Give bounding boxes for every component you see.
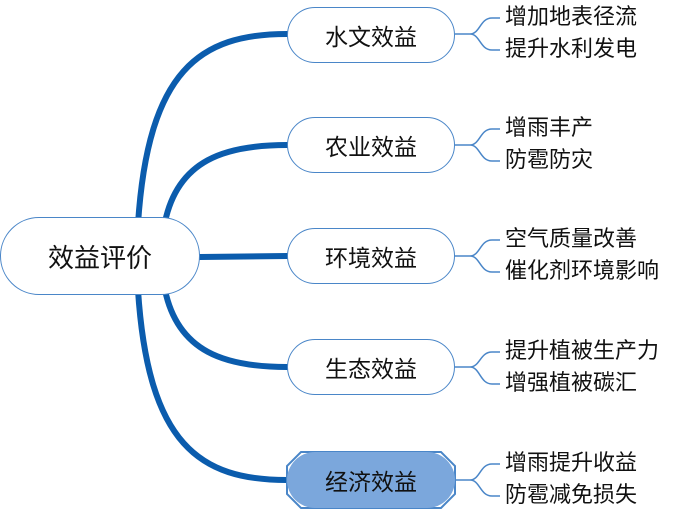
branch-node-hydrology[interactable]: 水文效益: [287, 7, 455, 63]
branch-node-ecology[interactable]: 生态效益: [287, 339, 455, 395]
bracket-agriculture: [455, 128, 500, 162]
leaf-node[interactable]: 增雨提升收益: [505, 451, 638, 476]
leaf-node[interactable]: 增强植被碳汇: [505, 371, 638, 396]
bracket-ecology: [455, 351, 500, 385]
branch-node-economy[interactable]: 经济效益: [287, 452, 455, 508]
root-label: 效益评价: [47, 243, 152, 274]
branch-label: 环境效益: [325, 246, 417, 272]
connector-environment: [197, 253, 290, 260]
leaf-node[interactable]: 催化剂环境影响: [505, 259, 660, 284]
leaf-node[interactable]: 提升植被生产力: [505, 339, 660, 364]
branch-label: 农业效益: [325, 135, 417, 161]
connector-economy: [135, 287, 290, 483]
bracket-environment: [455, 239, 500, 273]
leaf-node[interactable]: 防雹防灾: [505, 148, 594, 173]
leaf-node[interactable]: 增雨丰产: [505, 116, 594, 141]
branch-node-agriculture[interactable]: 农业效益: [287, 117, 455, 173]
bracket-hydrology: [455, 17, 500, 51]
leaf-node[interactable]: 空气质量改善: [505, 227, 638, 252]
leaf-node[interactable]: 增加地表径流: [505, 5, 638, 30]
root-node[interactable]: 效益评价: [0, 217, 200, 295]
leaf-node[interactable]: 防雹减免损失: [505, 483, 638, 508]
branch-label: 水文效益: [325, 25, 417, 51]
branch-label: 生态效益: [325, 357, 417, 383]
connector-hydrology: [135, 31, 290, 227]
branch-node-environment[interactable]: 环境效益: [287, 228, 455, 284]
connector-agriculture: [162, 142, 290, 225]
connector-ecology: [162, 287, 290, 370]
branch-label: 经济效益: [325, 470, 417, 496]
leaf-node[interactable]: 提升水利发电: [505, 37, 638, 62]
bracket-economy: [455, 463, 500, 497]
